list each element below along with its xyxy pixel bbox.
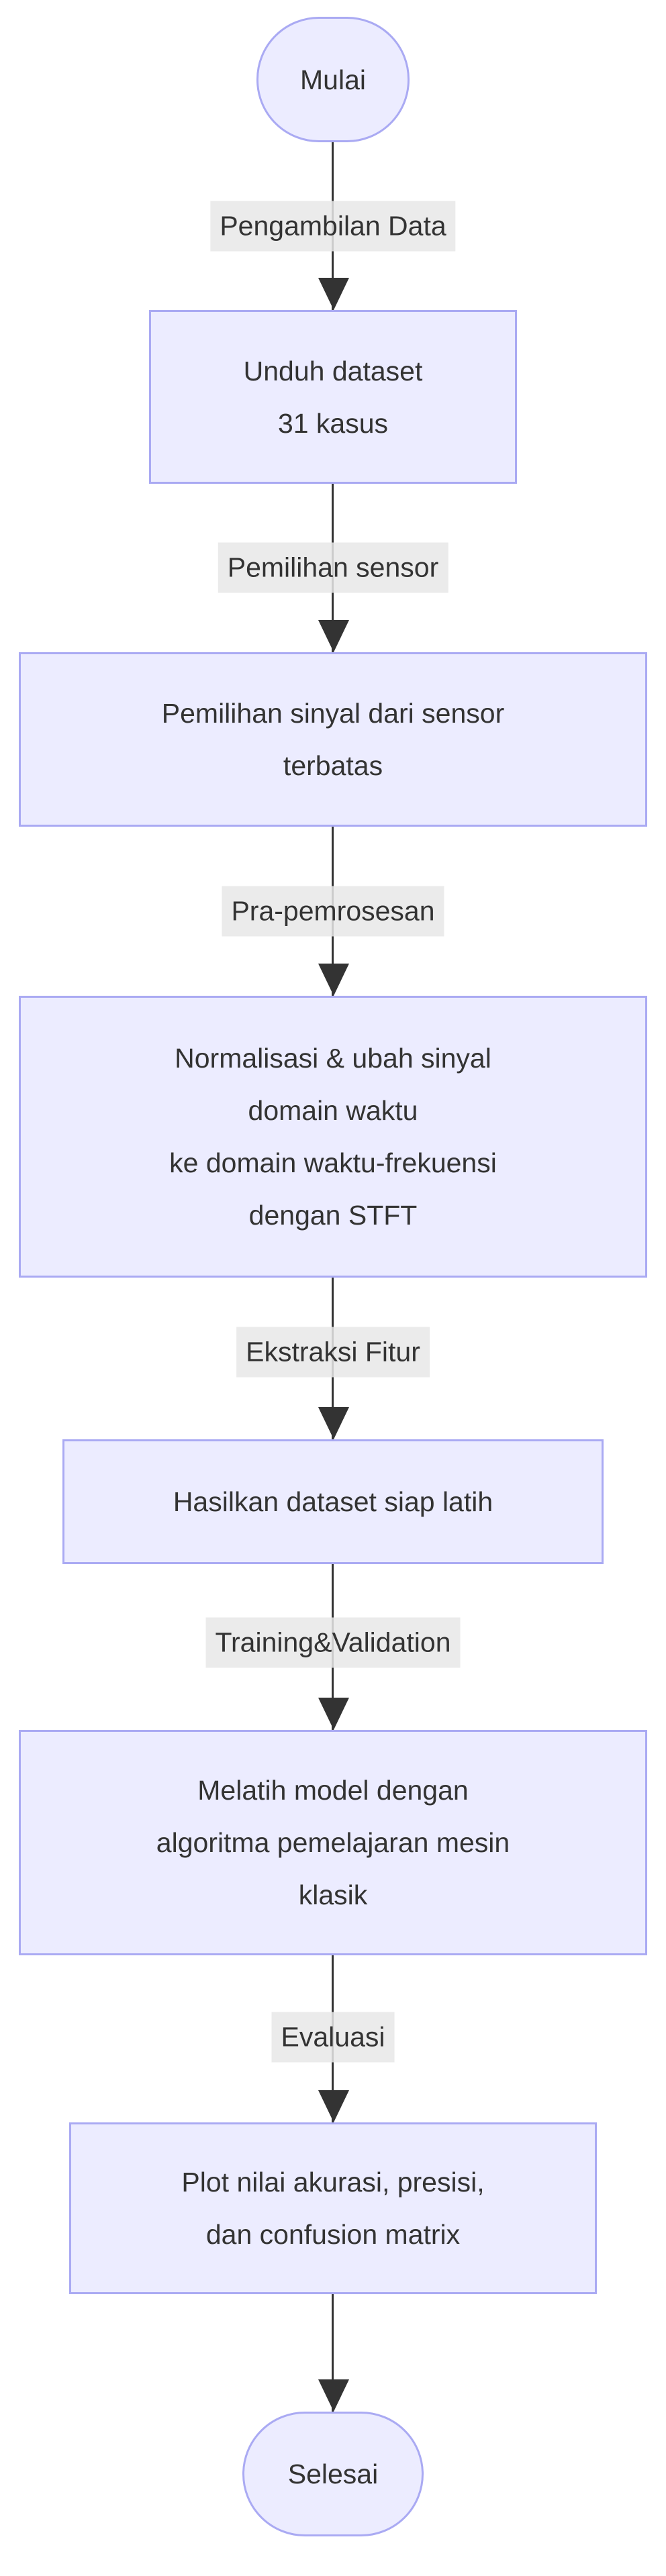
node-mulai-start: Mulai bbox=[256, 17, 410, 142]
node-label: Unduh dataset 31 kasus bbox=[243, 355, 423, 439]
edge-label-training-validation: Training&Validation bbox=[205, 1617, 461, 1668]
node-label: Plot nilai akurasi, presisi, dan confusi… bbox=[181, 2167, 485, 2250]
edge-label-evaluasi: Evaluasi bbox=[271, 2012, 395, 2063]
edge-label-pra-pemrosesan: Pra-pemrosesan bbox=[222, 886, 444, 937]
edge-label-pengambilan-data: Pengambilan Data bbox=[210, 201, 456, 252]
edge-line-plot-to-selesai bbox=[332, 2294, 334, 2412]
node-label: Mulai bbox=[300, 64, 366, 95]
arrowhead-icon bbox=[318, 2379, 349, 2412]
node-normalisasi-stft: Normalisasi & ubah sinyal domain waktu k… bbox=[19, 996, 647, 1278]
edge-label-pemilihan-sensor: Pemilihan sensor bbox=[218, 542, 448, 593]
node-hasilkan-dataset: Hasilkan dataset siap latih bbox=[62, 1439, 604, 1564]
arrowhead-icon bbox=[318, 964, 349, 996]
arrowhead-icon bbox=[318, 620, 349, 652]
node-label: Pemilihan sinyal dari sensor terbatas bbox=[161, 698, 505, 781]
node-selesai-end: Selesai bbox=[242, 2412, 424, 2536]
node-label: Normalisasi & ubah sinyal domain waktu k… bbox=[169, 1043, 497, 1231]
node-label: Selesai bbox=[287, 2459, 379, 2489]
node-plot-evaluasi: Plot nilai akurasi, presisi, dan confusi… bbox=[69, 2122, 597, 2294]
edge-label-ekstraksi-fitur: Ekstraksi Fitur bbox=[236, 1327, 430, 1378]
arrowhead-icon bbox=[318, 278, 349, 310]
node-label: Melatih model dengan algoritma pemelajar… bbox=[156, 1775, 510, 1910]
node-melatih-model: Melatih model dengan algoritma pemelajar… bbox=[19, 1730, 647, 1955]
arrowhead-icon bbox=[318, 1407, 349, 1439]
node-pemilihan-sinyal: Pemilihan sinyal dari sensor terbatas bbox=[19, 652, 647, 827]
arrowhead-icon bbox=[318, 2090, 349, 2122]
arrowhead-icon bbox=[318, 1698, 349, 1730]
node-label: Hasilkan dataset siap latih bbox=[173, 1486, 493, 1517]
node-unduh-dataset: Unduh dataset 31 kasus bbox=[149, 310, 517, 484]
